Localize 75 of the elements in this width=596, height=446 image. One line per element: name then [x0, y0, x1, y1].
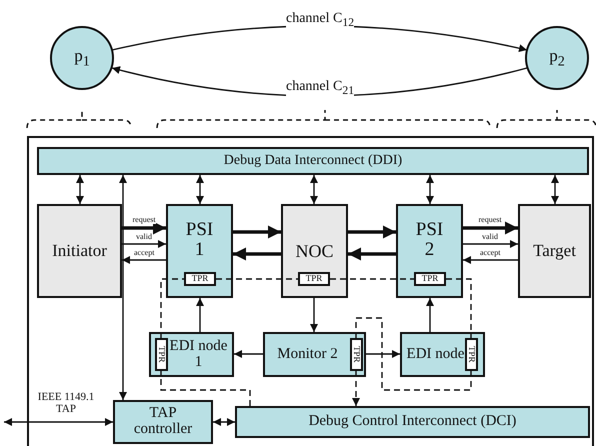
- box-label: Monitor 2: [277, 346, 338, 362]
- system-frame: [27, 136, 594, 446]
- arrow: [463, 240, 518, 248]
- connector-line: [355, 317, 472, 391]
- controller-box: [113, 400, 213, 444]
- arrow: [122, 222, 166, 234]
- box-label: TPR: [156, 346, 166, 363]
- connector-line: [216, 278, 298, 280]
- connector-line: [330, 278, 414, 280]
- register-box: [155, 338, 168, 371]
- arrow: [234, 350, 263, 358]
- edge-label: channel C$_{12}$: [286, 12, 354, 30]
- box-label: TPR: [306, 274, 322, 284]
- arrow: [213, 418, 235, 426]
- box-label: TAP controller: [132, 406, 194, 438]
- arrow: [233, 226, 281, 238]
- register-box: [414, 272, 446, 286]
- arrow: [310, 175, 318, 204]
- box-label: p$_{2}$: [549, 46, 565, 70]
- edge-label: accept: [480, 249, 500, 258]
- box-label: PSI 2: [414, 220, 444, 260]
- arrow: [233, 248, 281, 260]
- arrow: [196, 175, 204, 204]
- arrow: [463, 222, 518, 234]
- interconnect-bar: [37, 147, 589, 175]
- arrow: [122, 240, 166, 248]
- edge-label: accept: [134, 249, 154, 258]
- edge-label: channel C$_{21}$: [286, 80, 354, 98]
- arrow: [348, 226, 396, 238]
- arrow: [196, 298, 204, 332]
- edge-label: valid: [482, 233, 498, 242]
- block-box: [37, 204, 122, 298]
- arrow: [122, 256, 166, 264]
- arrow: [348, 248, 396, 260]
- box-label: Initiator: [52, 242, 107, 260]
- box-label: Debug Control Interconnect (DCI): [308, 414, 516, 430]
- connector-line: [160, 278, 184, 338]
- arrow: [463, 256, 518, 264]
- arrow: [310, 298, 318, 332]
- arrow: [76, 175, 84, 204]
- arrow: [366, 350, 400, 358]
- interconnect-bar: [235, 406, 590, 438]
- box-label: EDI node 1: [168, 338, 228, 370]
- interface-box: [166, 204, 233, 298]
- box-label: NOC: [295, 242, 334, 260]
- monitor-box: [263, 332, 366, 377]
- edge-label: request: [132, 216, 156, 224]
- register-box: [298, 272, 330, 286]
- block-box: [281, 204, 348, 298]
- arrow: [551, 175, 559, 204]
- connector-line: [446, 278, 472, 338]
- arrow: [426, 298, 434, 332]
- register-box: [465, 338, 478, 371]
- connector-line: [160, 371, 251, 406]
- box-label: EDI node: [406, 346, 464, 362]
- register-box: [184, 272, 216, 286]
- arrow: [4, 418, 113, 426]
- box-label: TPR: [466, 346, 476, 363]
- box-label: p$_{1}$: [74, 46, 90, 70]
- arrow: [119, 175, 127, 400]
- register-box: [350, 338, 363, 371]
- box-label: Target: [533, 242, 576, 260]
- box-label: TPR: [352, 346, 362, 363]
- node-box: [400, 332, 485, 377]
- block-box: [518, 204, 591, 298]
- edge-label: request: [478, 216, 502, 224]
- node-box: [149, 332, 234, 377]
- box-label: TPR: [192, 274, 208, 284]
- interface-box: [396, 204, 463, 298]
- box-label: PSI 1: [184, 220, 214, 260]
- arrow: [352, 371, 360, 406]
- edge-label: valid: [136, 233, 152, 242]
- box-label: TPR: [422, 274, 438, 284]
- box-label: Debug Data Interconnect (DDI): [224, 154, 402, 168]
- arrow: [426, 175, 434, 204]
